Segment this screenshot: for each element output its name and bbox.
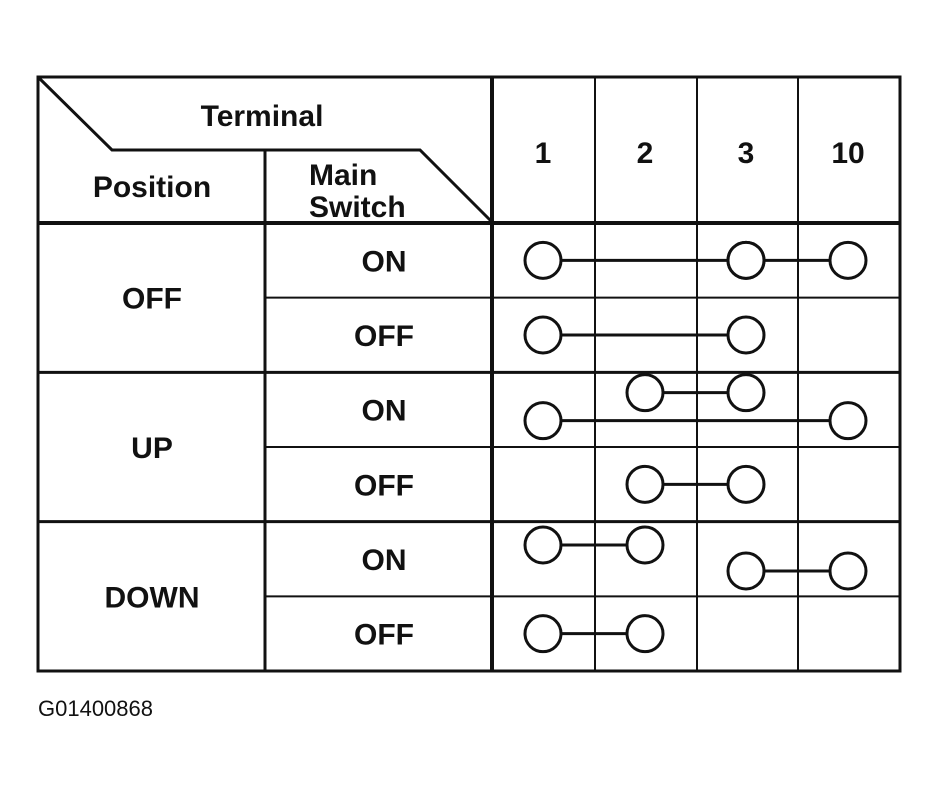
terminal-node: [625, 373, 665, 413]
terminal-node: [523, 525, 563, 565]
connections: [523, 240, 868, 654]
main-switch-value: OFF: [354, 469, 414, 502]
terminal-node: [625, 614, 665, 654]
terminal-node: [726, 373, 766, 413]
figure-caption: G01400868: [38, 696, 153, 721]
terminal-node: [625, 464, 665, 504]
table-border: [36, 75, 902, 673]
position-header-label: Position: [93, 171, 211, 204]
main-switch-value: ON: [362, 245, 407, 278]
main-switch-value: ON: [362, 544, 407, 577]
terminal-node: [828, 240, 868, 280]
terminal-node: [828, 551, 868, 591]
terminal-node: [523, 614, 563, 654]
position-label-up: UP: [131, 432, 173, 465]
main-switch-value: OFF: [354, 320, 414, 353]
terminal-header-1: 1: [535, 137, 552, 170]
terminal-node: [625, 525, 665, 565]
grid-lines: [38, 77, 900, 671]
terminal-node: [523, 240, 563, 280]
position-label-off: OFF: [122, 283, 182, 316]
terminal-header-10: 10: [831, 137, 864, 170]
terminal-node: [828, 401, 868, 441]
main-switch-header-line1: Main: [309, 159, 377, 192]
terminal-node: [726, 551, 766, 591]
terminal-header-3: 3: [738, 137, 755, 170]
main-switch-value: ON: [362, 395, 407, 428]
terminal-node: [523, 315, 563, 355]
terminal-header-2: 2: [637, 137, 654, 170]
terminal-headers: 1 2 3 10: [535, 137, 865, 170]
row-labels: OFF ON OFF UP ON OFF DOWN ON OFF: [105, 245, 414, 651]
main-switch-value: OFF: [354, 619, 414, 652]
terminal-node: [726, 315, 766, 355]
terminal-node: [726, 464, 766, 504]
terminal-node: [726, 240, 766, 280]
terminal-node: [523, 401, 563, 441]
main-switch-header-line2: Switch: [309, 191, 406, 224]
position-label-down: DOWN: [105, 581, 200, 614]
terminal-header-label: Terminal: [201, 100, 324, 133]
